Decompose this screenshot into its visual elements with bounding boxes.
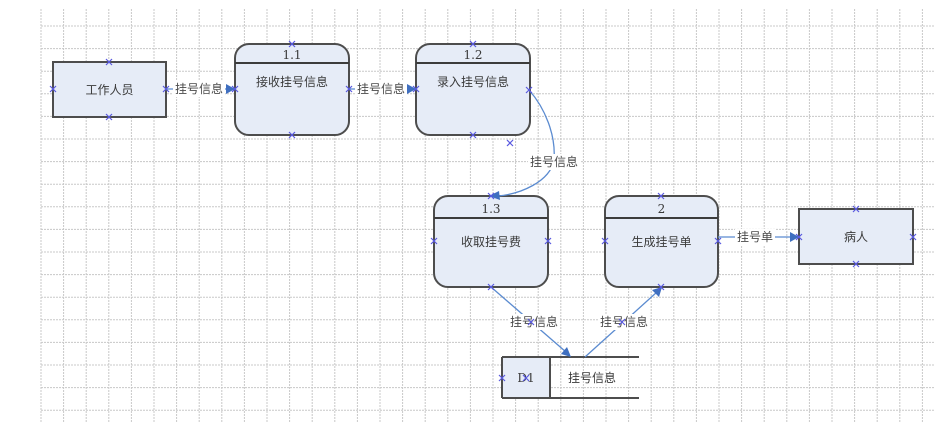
connection-point-icon[interactable]: [657, 192, 665, 200]
flow-label: 挂号信息: [357, 81, 405, 96]
process-2[interactable]: 2 生成挂号单: [604, 195, 719, 288]
arrowhead-icon: [226, 84, 235, 94]
entity-label: 工作人员: [85, 83, 133, 97]
process-number: 1.1: [282, 48, 301, 62]
connection-point-icon[interactable]: [105, 58, 113, 66]
arrowhead-icon: [561, 347, 571, 357]
external-entity-staff[interactable]: 工作人员: [52, 61, 167, 118]
arrowhead-icon: [489, 191, 500, 200]
arrowhead-icon: [790, 232, 799, 242]
flow-label-bg: [355, 81, 407, 97]
connection-point-icon[interactable]: [412, 85, 420, 93]
connection-point-icon[interactable]: [601, 237, 609, 245]
connection-point-icon[interactable]: [288, 131, 296, 139]
flow-1-1-to-1-2[interactable]: 挂号信息: [349, 81, 416, 97]
connection-point-icon[interactable]: [498, 374, 506, 382]
connection-point-icon[interactable]: [231, 85, 239, 93]
arrowhead-icon: [652, 287, 662, 297]
flow-label-bg: [598, 314, 650, 330]
store-label: 挂号信息: [568, 370, 616, 385]
connection-point-icon[interactable]: [852, 205, 860, 213]
connection-point-icon[interactable]: [525, 86, 533, 94]
connection-point-icon[interactable]: [527, 318, 535, 326]
flow-1-2-to-1-3[interactable]: 挂号信息: [489, 89, 580, 200]
flow-label: 挂号信息: [600, 314, 648, 329]
process-number: 1.2: [463, 48, 482, 62]
process-label: 录入挂号信息: [437, 74, 509, 89]
process-number: 1.3: [481, 202, 500, 216]
process-label: 收取挂号费: [461, 235, 521, 249]
process-number: 2: [658, 202, 666, 216]
flow-label: 挂号信息: [175, 81, 223, 96]
connection-point-icon[interactable]: [345, 85, 353, 93]
connection-point-icon[interactable]: [522, 374, 530, 382]
process-1-2[interactable]: 1.2 录入挂号信息: [415, 43, 531, 136]
connection-point-icon[interactable]: [162, 85, 170, 93]
connection-point-icon[interactable]: [714, 237, 722, 245]
connection-point-icon[interactable]: [487, 283, 495, 291]
flow-staff-to-1-1[interactable]: 挂号信息: [166, 81, 235, 97]
flow-label-bg: [508, 314, 560, 330]
connection-point-icon[interactable]: [288, 40, 296, 48]
process-1-1[interactable]: 1.1 接收挂号信息: [234, 43, 350, 136]
flow-label-bg: [528, 154, 580, 170]
flow-label: 挂号单: [737, 230, 773, 244]
arrowhead-icon: [407, 84, 416, 94]
flow-label-bg: [735, 229, 775, 245]
flow-2-to-patient[interactable]: 挂号单: [718, 229, 799, 245]
flow-label-bg: [173, 81, 225, 97]
connection-point-icon[interactable]: [657, 283, 665, 291]
data-store-d1[interactable]: D1 挂号信息: [501, 356, 639, 399]
connection-point-icon[interactable]: [49, 85, 57, 93]
flow-1-3-to-d1[interactable]: 挂号信息: [490, 286, 571, 357]
connection-point-icon[interactable]: [544, 237, 552, 245]
connection-point-icon[interactable]: [105, 113, 113, 121]
connection-point-icon[interactable]: [487, 192, 495, 200]
connection-point-icon[interactable]: [469, 40, 477, 48]
connection-point-icon[interactable]: [795, 233, 803, 241]
connection-point-icon[interactable]: [506, 139, 514, 147]
connection-points: [49, 40, 917, 382]
entity-label: 病人: [844, 229, 868, 244]
connection-point-icon[interactable]: [909, 233, 917, 241]
process-1-3[interactable]: 1.3 收取挂号费: [433, 195, 549, 288]
entity-box: [52, 61, 167, 118]
process-label: 接收挂号信息: [256, 74, 328, 89]
flow-d1-to-2[interactable]: 挂号信息: [584, 287, 662, 358]
flow-label: 挂号信息: [530, 154, 578, 169]
connection-point-icon[interactable]: [618, 318, 626, 326]
connection-point-icon[interactable]: [469, 131, 477, 139]
external-entity-patient[interactable]: 病人: [798, 208, 914, 265]
flow-label: 挂号信息: [510, 314, 558, 329]
connection-point-icon[interactable]: [852, 260, 860, 268]
connection-point-icon[interactable]: [430, 237, 438, 245]
process-label: 生成挂号单: [631, 235, 691, 249]
